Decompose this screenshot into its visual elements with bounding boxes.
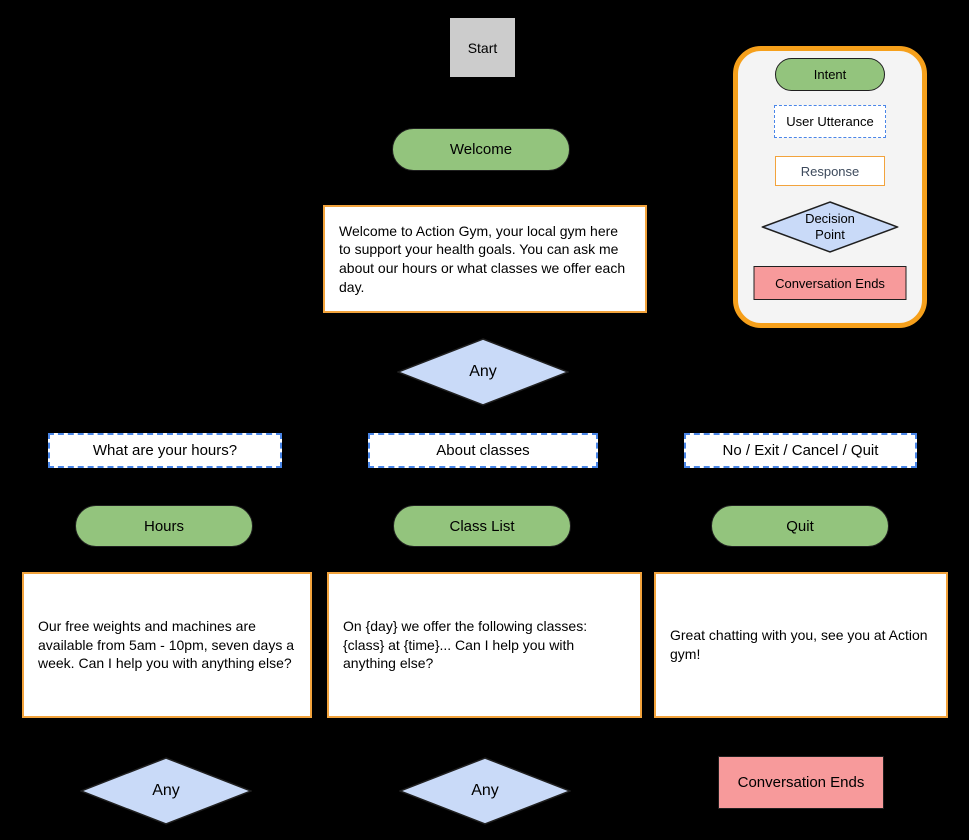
intent-quit-node: Quit (711, 505, 889, 547)
diamond-shape (399, 757, 571, 825)
legend-decision-point-sample: Decision Point (761, 201, 899, 253)
response-quit-node: Great chatting with you, see you at Acti… (654, 572, 948, 718)
root-decision-diamond: Any (397, 338, 569, 406)
conversation-ends-label: Conversation Ends (737, 774, 865, 791)
legend-decision-point-label: Decision Point (805, 210, 855, 242)
intent-hours-node: Hours (75, 505, 253, 547)
legend-response-sample: Response (775, 156, 885, 186)
diamond-shape (80, 757, 252, 825)
response-classes-text: On {day} we offer the following classes:… (343, 617, 588, 672)
welcome-intent-label: Welcome (449, 141, 513, 158)
start-node: Start (450, 18, 515, 77)
loop-decision-classes-diamond: Any (399, 757, 571, 825)
diamond-shape (397, 338, 569, 406)
utterance-hours-node: What are your hours? (48, 433, 282, 468)
welcome-response-text: Welcome to Action Gym, your local gym he… (339, 222, 626, 295)
intent-hours-label: Hours (143, 517, 184, 535)
utterance-classes-node: About classes (368, 433, 598, 468)
utterance-quit-node: No / Exit / Cancel / Quit (684, 433, 917, 468)
legend-intent-sample: Intent (775, 58, 885, 91)
legend-intent-label: Intent (813, 67, 847, 82)
intent-quit-label: Quit (786, 517, 814, 535)
intent-classlist-label: Class List (449, 517, 515, 535)
root-decision-label: Any (469, 363, 497, 380)
utterance-hours-label: What are your hours? (92, 442, 238, 459)
legend-user-utterance-label: User Utterance (786, 114, 874, 129)
loop-decision-classes-label: Any (471, 782, 499, 799)
legend-response-label: Response (800, 163, 860, 179)
welcome-intent-node: Welcome (392, 128, 570, 171)
legend-user-utterance-sample: User Utterance (774, 105, 886, 138)
utterance-quit-label: No / Exit / Cancel / Quit (722, 442, 879, 459)
legend-panel: Intent User Utterance Response Decision … (733, 46, 927, 328)
diamond-shape (761, 201, 899, 253)
response-hours-text: Our free weights and machines are availa… (38, 617, 295, 672)
response-quit-text: Great chatting with you, see you at Acti… (670, 627, 928, 662)
utterance-classes-label: About classes (436, 442, 530, 459)
intent-classlist-node: Class List (393, 505, 571, 547)
loop-decision-hours-diamond: Any (80, 757, 252, 825)
legend-conversation-ends-sample: Conversation Ends (753, 266, 907, 300)
legend-conversation-ends-label: Conversation Ends (775, 275, 885, 291)
start-label: Start (467, 39, 498, 56)
response-hours-node: Our free weights and machines are availa… (22, 572, 312, 718)
conversation-ends-node: Conversation Ends (718, 756, 884, 809)
response-classes-node: On {day} we offer the following classes:… (327, 572, 642, 718)
welcome-response-node: Welcome to Action Gym, your local gym he… (323, 205, 647, 313)
loop-decision-hours-label: Any (152, 782, 180, 799)
